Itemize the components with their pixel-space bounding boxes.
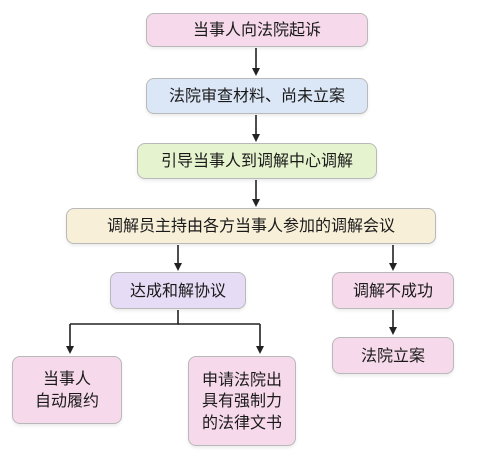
node-fail: 调解不成功 <box>332 272 454 309</box>
node-agree: 达成和解协议 <box>110 272 246 309</box>
node-perform: 当事人 自动履约 <box>12 356 122 424</box>
node-mediate: 调解员主持由各方当事人参加的调解会议 <box>66 208 436 244</box>
connector-agree-branch <box>70 310 179 325</box>
node-review: 法院审查材料、尚未立案 <box>146 78 368 114</box>
node-enforce: 申请法院出 具有强制力 的法律文书 <box>188 356 296 446</box>
node-file: 法院立案 <box>332 337 454 374</box>
node-sue: 当事人向法院起诉 <box>146 13 368 47</box>
node-guide: 引导当事人到调解中心调解 <box>137 143 377 179</box>
